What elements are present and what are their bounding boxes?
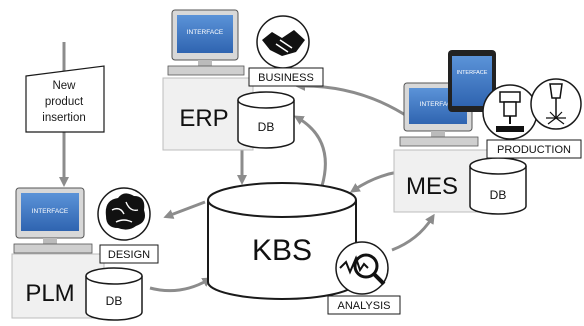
- erp-system-label: ERP: [179, 105, 228, 132]
- brain-icon: [97, 187, 151, 241]
- mes-db-cylinder: DB: [469, 157, 527, 215]
- new-product-line1: New: [52, 80, 76, 92]
- erp-db-cylinder: DB: [237, 91, 295, 149]
- analysis-magnifier-icon: [335, 241, 389, 295]
- arrow-kbs-to-erp: [293, 115, 327, 187]
- erp-interface-label: INTERFACE: [187, 29, 224, 36]
- design-tag: DESIGN: [99, 244, 159, 264]
- analysis-tag: ANALYSIS: [327, 295, 401, 315]
- arrow-mes-to-kbs: [349, 170, 399, 193]
- tablet-interface-label: INTERFACE: [457, 70, 488, 76]
- kbs-cylinder: KBS: [207, 182, 357, 300]
- arrow-kbs-to-plm: [163, 200, 206, 219]
- plm-interface-label: INTERFACE: [32, 208, 69, 215]
- production-tag-label: PRODUCTION: [497, 144, 571, 156]
- mes-interface-label: INTERFACE: [420, 101, 457, 108]
- analysis-tag-label: ANALYSIS: [338, 300, 391, 312]
- business-tag-label: BUSINESS: [258, 72, 314, 84]
- new-product-line2: product: [45, 96, 84, 108]
- erp-panel: ERP: [162, 77, 254, 151]
- arrow-analysis-to-mes: [391, 213, 435, 252]
- mes-system-label: MES: [406, 173, 458, 200]
- design-tag-label: DESIGN: [108, 249, 150, 261]
- new-product-line3: insertion: [42, 112, 85, 124]
- plm-db-cylinder: DB: [85, 267, 143, 321]
- arrow-mes-to-erp: [295, 80, 411, 120]
- plm-computer: INTERFACE: [13, 187, 93, 254]
- laser-icon: [530, 78, 582, 130]
- handshake-icon: [256, 15, 310, 69]
- mes-db-label: DB: [490, 188, 507, 202]
- kbs-label: KBS: [252, 234, 312, 267]
- business-tag: BUSINESS: [248, 67, 324, 87]
- arrow-plm-to-kbs: [149, 277, 213, 293]
- plm-db-label: DB: [106, 294, 123, 308]
- tablet-icon: INTERFACE: [448, 50, 496, 112]
- new-product-insertion-box: New product insertion: [25, 65, 105, 133]
- erp-computer: INTERFACE: [167, 9, 245, 76]
- production-tag: PRODUCTION: [486, 139, 582, 159]
- plm-system-label: PLM: [25, 280, 74, 307]
- erp-db-label: DB: [258, 120, 275, 134]
- machine-tool-icon: [482, 84, 538, 140]
